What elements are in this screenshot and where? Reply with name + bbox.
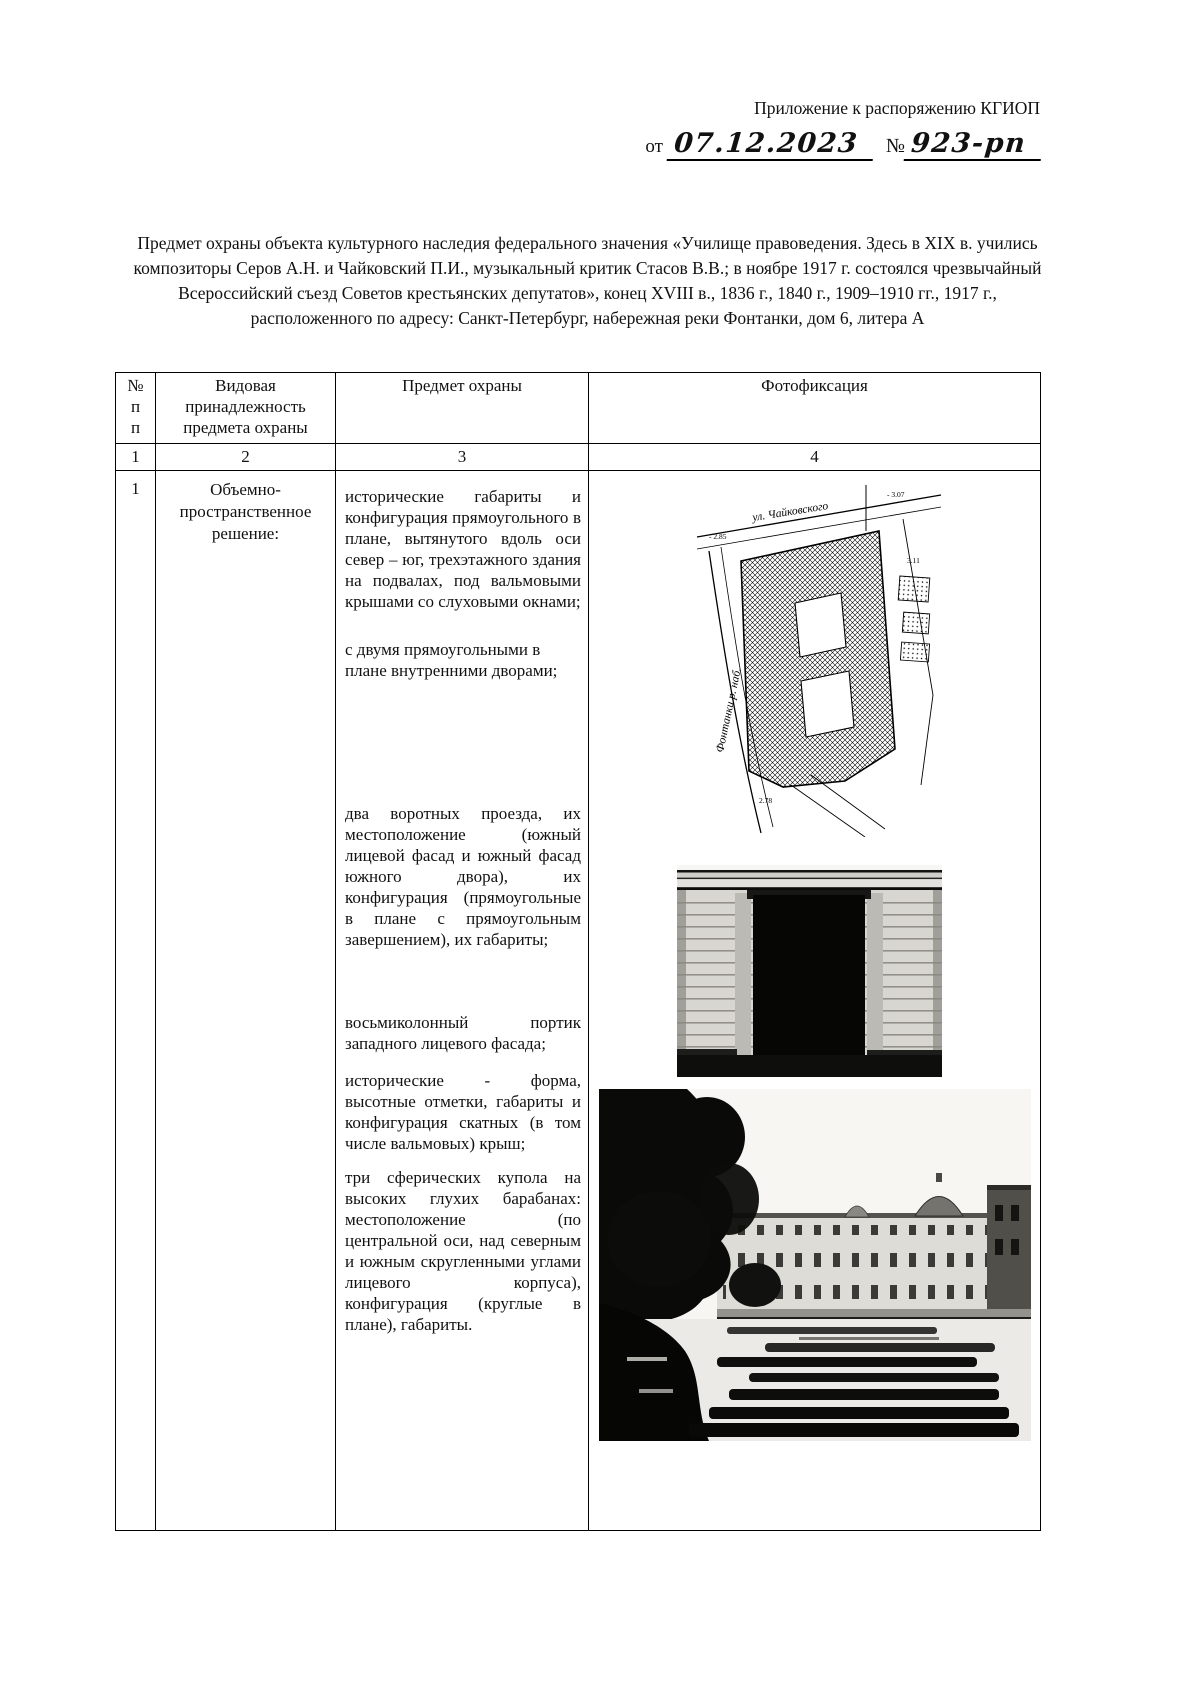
building-footprint <box>740 530 896 788</box>
photo-cell: ул. Чайковского Фонтанки р. наб. - 3.07 … <box>588 470 1041 1531</box>
protection-item-6: три сферических купола на высоких глухих… <box>345 1168 581 1334</box>
category-cell: Объемно-пространственное решение: <box>155 470 336 1531</box>
protection-item-5: исторические - форма, высотные отметки, … <box>345 1071 581 1153</box>
from-label: от <box>645 136 663 157</box>
small-dome <box>844 1205 870 1218</box>
header-category: Видовая принадлежность предмета охраны <box>155 372 336 444</box>
map-elevation-mark: - 2.85 <box>709 532 727 541</box>
number-sign: № <box>885 135 905 157</box>
table-header-row: № п п Видовая принадлежность предмета ох… <box>115 372 1041 444</box>
protection-item-1: исторические габариты и конфигурация пря… <box>345 487 581 611</box>
map-embankment-label: Фонтанки р. наб. <box>714 667 744 754</box>
header-photo: Фотофиксация <box>588 372 1041 444</box>
site-plan-map-image: ул. Чайковского Фонтанки р. наб. - 3.07 … <box>696 485 942 837</box>
map-elevation-mark: 2.78 <box>759 796 772 805</box>
handwritten-date: 07.12.2023 <box>666 128 876 162</box>
document-title: Предмет охраны объекта культурного насле… <box>133 233 1042 328</box>
protection-item-3: два воротных проезда, их местоположение … <box>345 804 581 949</box>
map-elevation-mark: - 3.07 <box>887 490 905 499</box>
building-photo-image <box>599 1089 1031 1441</box>
south-courtyard <box>800 670 855 738</box>
protection-item-4: восьмиколонный портик западного лицевого… <box>345 1013 581 1053</box>
header-subject: Предмет охраны <box>335 372 589 444</box>
gate-photo-image <box>677 865 942 1077</box>
reflection-mass <box>599 1303 709 1441</box>
map-elevation-mark: 3.11 <box>907 556 920 565</box>
colnum-3: 3 <box>335 443 589 471</box>
protection-table: № п п Видовая принадлежность предмета ох… <box>115 372 1041 1531</box>
handwritten-number: 923-рп <box>903 128 1044 162</box>
subject-cell: исторические габариты и конфигурация пря… <box>335 470 589 1531</box>
protection-item-2: с двумя прямоугольными в плане внутренни… <box>345 640 558 680</box>
header-num: № п п <box>115 372 156 444</box>
colnum-2: 2 <box>155 443 336 471</box>
colnum-1: 1 <box>115 443 156 471</box>
appendix-label: Приложение к распоряжению КГИОП <box>754 98 1040 118</box>
row-number: 1 <box>115 470 156 1531</box>
main-dome <box>914 1196 964 1217</box>
north-courtyard <box>794 592 847 658</box>
column-number-row: 1 2 3 4 <box>115 443 1041 471</box>
colnum-4: 4 <box>588 443 1041 471</box>
table-row: 1 Объемно-пространственное решение: исто… <box>115 470 1041 1531</box>
gate-opening <box>753 895 865 1055</box>
